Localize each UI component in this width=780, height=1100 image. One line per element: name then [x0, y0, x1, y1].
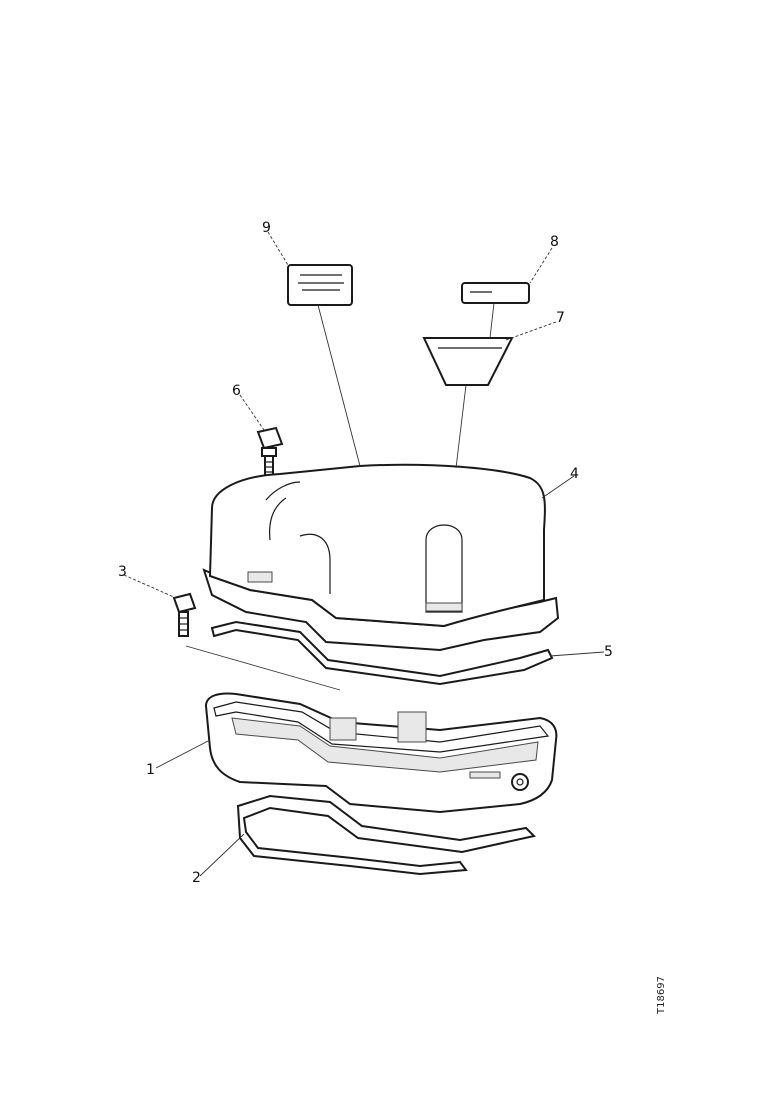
- bolt-3: [172, 592, 197, 637]
- callout-6: 6: [232, 383, 241, 399]
- warning-label-8: [461, 282, 530, 304]
- leader-lines: [123, 231, 605, 877]
- figure-reference-code: T18697: [656, 976, 667, 1015]
- bottom-gasket-2: [236, 794, 536, 876]
- callout-9: 9: [262, 220, 271, 236]
- warning-label-7: [422, 337, 514, 386]
- cover-gasket-5: [210, 620, 554, 686]
- callout-4: 4: [570, 466, 579, 482]
- callout-3: 3: [118, 564, 127, 580]
- warning-label-9: [287, 264, 353, 306]
- callout-5: 5: [604, 644, 613, 660]
- callout-2: 2: [192, 870, 201, 886]
- valve-cover-4: [202, 463, 560, 652]
- callout-7: 7: [556, 310, 565, 326]
- callout-1: 1: [146, 762, 155, 778]
- callout-8: 8: [550, 234, 559, 250]
- cover-bolt-6: [256, 426, 284, 479]
- lower-housing-1: [204, 692, 558, 814]
